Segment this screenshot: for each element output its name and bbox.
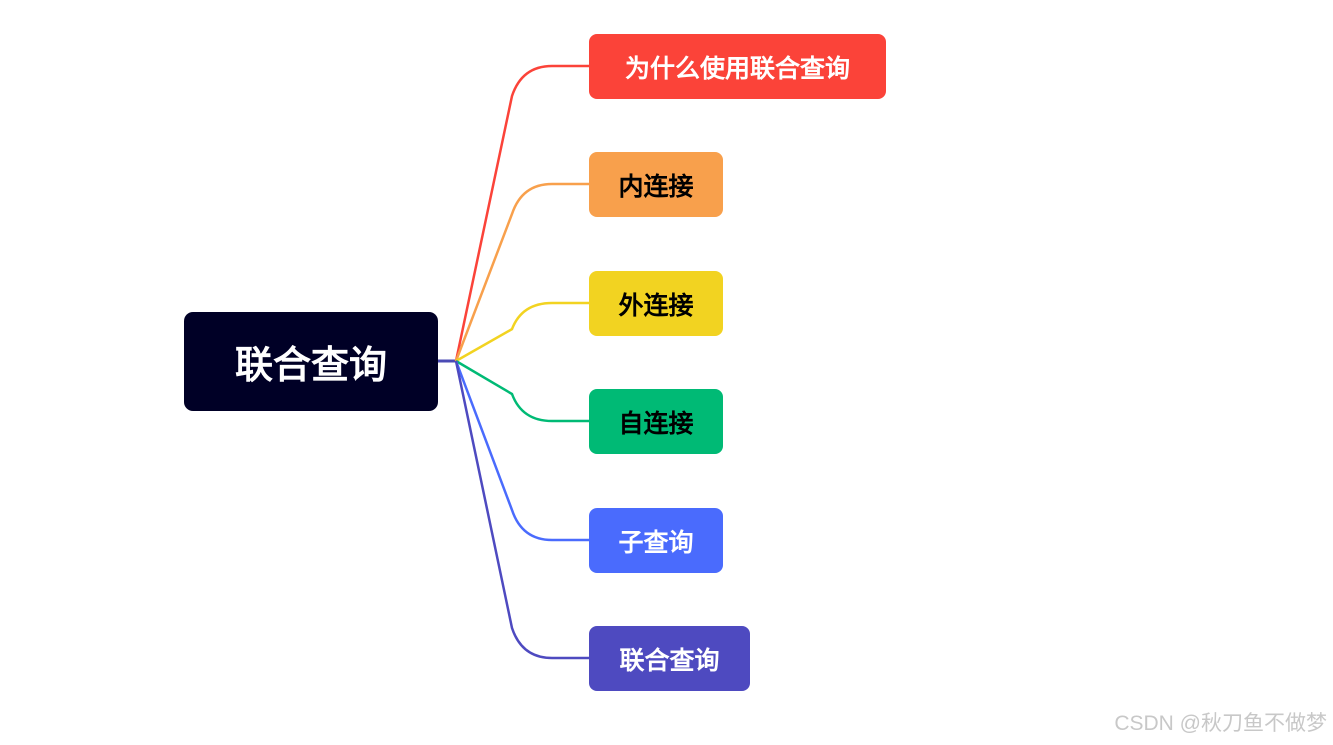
branch-node[interactable]: 子查询 <box>589 508 723 573</box>
branch-connector <box>455 301 589 363</box>
branch-label: 自连接 <box>618 408 694 438</box>
branch-label: 联合查询 <box>619 645 720 675</box>
branch-node[interactable]: 外连接 <box>589 271 723 336</box>
branch-connector <box>454 360 589 542</box>
branch-connector <box>454 64 589 362</box>
branch-label: 外连接 <box>618 290 694 320</box>
branch-node[interactable]: 自连接 <box>589 389 723 454</box>
root-node[interactable]: 联合查询 <box>184 312 438 411</box>
branch-connector <box>455 359 589 423</box>
branch-label: 子查询 <box>618 527 694 557</box>
branch-connector <box>454 360 589 660</box>
root-label: 联合查询 <box>234 343 387 387</box>
branch-label: 为什么使用联合查询 <box>624 53 850 83</box>
watermark: CSDN @秋刀鱼不做梦 <box>1114 712 1327 735</box>
branch-node[interactable]: 内连接 <box>589 152 723 217</box>
branch-node[interactable]: 联合查询 <box>589 626 750 691</box>
branch-node[interactable]: 为什么使用联合查询 <box>589 34 886 99</box>
branch-connector <box>454 182 589 362</box>
branch-label: 内连接 <box>618 171 694 201</box>
